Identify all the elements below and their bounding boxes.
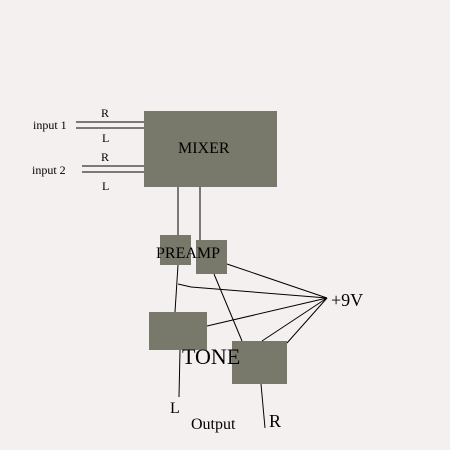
preamp-label: PREAMP bbox=[156, 245, 220, 262]
output-label: Output bbox=[191, 416, 236, 433]
power-label: +9V bbox=[331, 290, 363, 310]
preamp-right-block bbox=[196, 240, 227, 274]
tone-label: TONE bbox=[182, 344, 240, 369]
input-2-wires bbox=[82, 165, 144, 173]
input-1-label: input 1 bbox=[33, 118, 67, 132]
input-2-label: input 2 bbox=[32, 163, 66, 177]
input-1-wires bbox=[76, 121, 144, 129]
input-1-right-label: R bbox=[101, 106, 109, 120]
output-right-label: R bbox=[269, 411, 281, 431]
power-wires bbox=[177, 263, 328, 344]
tone-left-block bbox=[149, 312, 207, 350]
input-2-left-label: L bbox=[102, 179, 109, 193]
input-2-right-label: R bbox=[101, 150, 109, 164]
preamp-right-to-tone-wire bbox=[213, 273, 243, 342]
tone-right-block bbox=[232, 341, 287, 384]
mixer-label: MIXER bbox=[178, 140, 230, 157]
output-left-wire bbox=[178, 349, 181, 398]
output-right-wire bbox=[260, 383, 266, 429]
input-1-left-label: L bbox=[102, 131, 109, 145]
preamp-left-block bbox=[160, 235, 191, 265]
preamp-left-to-tone-wire bbox=[174, 264, 179, 313]
mixer-block bbox=[144, 111, 277, 187]
output-left-label: L bbox=[170, 400, 180, 417]
